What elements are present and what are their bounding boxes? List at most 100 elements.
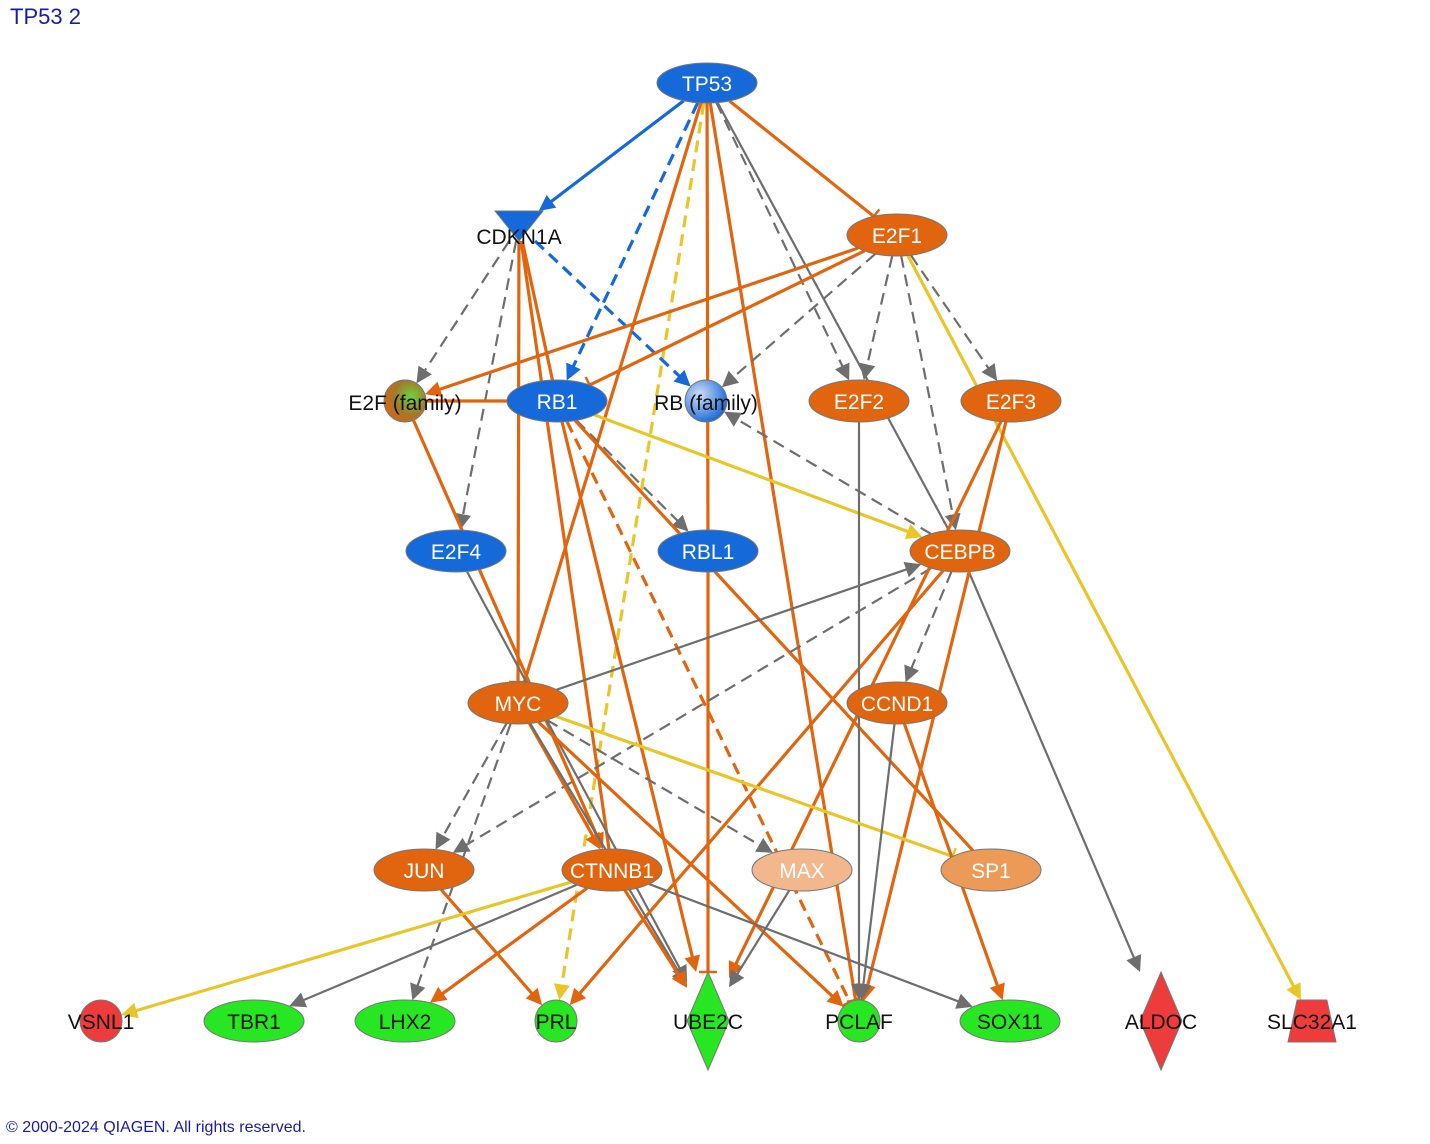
edge-cdkn1a-to-e2ffam[interactable] xyxy=(416,240,511,384)
node-e2f2[interactable]: E2F2 xyxy=(808,379,910,423)
node-label: JUN xyxy=(404,860,445,883)
arrowhead xyxy=(673,369,691,387)
node-myc[interactable]: MYC xyxy=(467,681,569,725)
arrowhead xyxy=(121,1002,139,1019)
edge-cebpb-to-aldoc[interactable] xyxy=(967,571,1142,972)
edge-e2ffam-to-ctnnb1[interactable] xyxy=(412,419,604,850)
node-aldoc[interactable]: ALDOC xyxy=(1125,970,1197,1072)
edge-cebpb-to-prl[interactable] xyxy=(569,569,945,1006)
arrowhead xyxy=(569,987,587,1006)
arrowhead xyxy=(416,365,432,384)
edge-e2f1-to-rb1[interactable] xyxy=(584,249,866,394)
node-ctnnb1[interactable]: CTNNB1 xyxy=(561,848,663,892)
node-rbfam[interactable]: RB (family) xyxy=(654,379,758,423)
node-e2f3[interactable]: E2F3 xyxy=(960,379,1062,423)
node-pclaf[interactable]: PCLAF xyxy=(825,999,893,1043)
edge-tp53-to-rb1[interactable] xyxy=(566,101,700,381)
edge-ctnnb1-to-lhx2[interactable] xyxy=(429,886,588,1003)
edge-cebpb-to-rbfam[interactable] xyxy=(724,411,932,535)
node-tbr1[interactable]: TBR1 xyxy=(203,999,305,1043)
arrowhead xyxy=(729,969,745,988)
node-max[interactable]: MAX xyxy=(751,848,853,892)
edge-e2f1-to-slc32a1[interactable] xyxy=(906,254,1301,1000)
arrowhead xyxy=(989,982,1005,1001)
arrowhead xyxy=(826,989,844,1007)
edge-ctnnb1-to-ube2c[interactable] xyxy=(623,889,687,988)
node-shape-ellipse xyxy=(467,681,569,725)
edge-e2f1-to-e2ffam[interactable] xyxy=(424,246,859,397)
edge-rb1-to-ube2c[interactable] xyxy=(560,421,701,972)
node-sox11[interactable]: SOX11 xyxy=(959,999,1061,1043)
node-e2f4[interactable]: E2F4 xyxy=(405,529,507,573)
node-ccnd1[interactable]: CCND1 xyxy=(846,681,948,725)
edge-tp53-to-myc[interactable] xyxy=(522,102,703,683)
node-cebpb[interactable]: CEBPB xyxy=(909,529,1011,573)
edge-e2f1-to-e2f3[interactable] xyxy=(909,254,998,381)
edge-ccnd1-to-pclaf[interactable] xyxy=(855,723,896,1001)
node-ube2c[interactable]: UBE2C xyxy=(673,970,743,1072)
node-label: SLC32A1 xyxy=(1267,1011,1357,1034)
node-jun[interactable]: JUN xyxy=(373,848,475,892)
edge-cdkn1a-to-rb1[interactable] xyxy=(520,240,555,381)
node-label: ALDOC xyxy=(1125,1011,1197,1034)
edge-e2f1-to-e2f2[interactable] xyxy=(859,255,894,381)
edge-ctnnb1-to-sox11[interactable] xyxy=(648,883,973,1009)
edge-myc-to-pclaf[interactable] xyxy=(537,720,844,1007)
arrowhead xyxy=(755,837,773,853)
node-vsnl1[interactable]: VSNL1 xyxy=(68,999,135,1043)
node-sp1[interactable]: SP1 xyxy=(940,848,1042,892)
node-shape-ellipse xyxy=(846,213,948,257)
edge-tp53-to-cdkn1a[interactable] xyxy=(538,99,685,211)
edge-tp53-to-cebpb[interactable] xyxy=(716,102,950,532)
edge-ctnnb1-to-vsnl1[interactable] xyxy=(121,880,572,1019)
edge-myc-to-max[interactable] xyxy=(546,719,773,853)
node-shape-ellipse xyxy=(203,999,305,1043)
node-shape-ellipse xyxy=(846,681,948,725)
edge-myc-to-cebpb[interactable] xyxy=(556,561,922,691)
node-label: RB1 xyxy=(537,391,578,414)
node-prl[interactable]: PRL xyxy=(534,999,578,1043)
edge-tp53-to-e2f2[interactable] xyxy=(715,102,850,381)
edge-tp53-to-e2f1[interactable] xyxy=(728,99,881,225)
edge-tp53-to-prl[interactable] xyxy=(553,102,706,1001)
edge-jun-to-prl[interactable] xyxy=(440,888,543,1006)
edge-cdkn1a-to-e2f4[interactable] xyxy=(455,240,518,531)
node-shape-ellipse xyxy=(657,529,759,573)
node-e2f1[interactable]: E2F1 xyxy=(846,213,948,257)
node-slc32a1[interactable]: SLC32A1 xyxy=(1267,999,1357,1043)
node-lhx2[interactable]: LHX2 xyxy=(354,999,456,1043)
node-label: MAX xyxy=(779,860,825,883)
node-shape-circle xyxy=(383,379,427,423)
arrowhead xyxy=(566,362,581,381)
node-tp53[interactable]: TP53 xyxy=(656,62,758,104)
edge-rb1-to-sp1[interactable] xyxy=(573,419,975,852)
node-label: CTNNB1 xyxy=(570,860,654,883)
node-rbl1[interactable]: RBL1 xyxy=(657,529,759,573)
edge-myc-to-ctnnb1[interactable] xyxy=(528,722,601,850)
node-rb1[interactable]: RB1 xyxy=(506,379,608,423)
edge-tp53-to-rbl1[interactable] xyxy=(705,102,710,531)
node-cdkn1a[interactable]: CDKN1A xyxy=(476,210,562,249)
edge-e2f1-to-rbfam[interactable] xyxy=(721,253,876,388)
arrowhead xyxy=(1126,954,1142,972)
arrowhead xyxy=(903,561,922,578)
node-label: VSNL1 xyxy=(68,1011,135,1034)
edge-ctnnb1-to-tbr1[interactable] xyxy=(289,883,578,1008)
node-e2ffam[interactable]: E2F (family) xyxy=(348,379,462,423)
node-label: E2F1 xyxy=(872,225,922,248)
edge-max-to-ube2c[interactable] xyxy=(729,889,791,988)
node-shape-triangle xyxy=(493,210,545,242)
edge-cebpb-to-ccnd1[interactable] xyxy=(904,571,953,683)
node-label: MYC xyxy=(495,693,542,716)
edge-cdkn1a-to-myc[interactable] xyxy=(509,240,528,684)
edge-cdkn1a-to-rbfam[interactable] xyxy=(533,239,691,387)
edge-rb1-to-cebpb[interactable] xyxy=(593,413,923,539)
arrowhead xyxy=(538,194,557,211)
edge-myc-to-jun[interactable] xyxy=(435,722,508,850)
edge-cebpb-to-jun[interactable] xyxy=(452,567,932,853)
node-label: SOX11 xyxy=(977,1011,1043,1034)
node-label: RBL1 xyxy=(682,541,735,564)
node-shape-circle xyxy=(684,379,728,423)
edge-cdkn1a-to-ctnnb1[interactable] xyxy=(519,240,611,850)
edge-rb1-to-pclaf[interactable] xyxy=(565,420,859,1008)
